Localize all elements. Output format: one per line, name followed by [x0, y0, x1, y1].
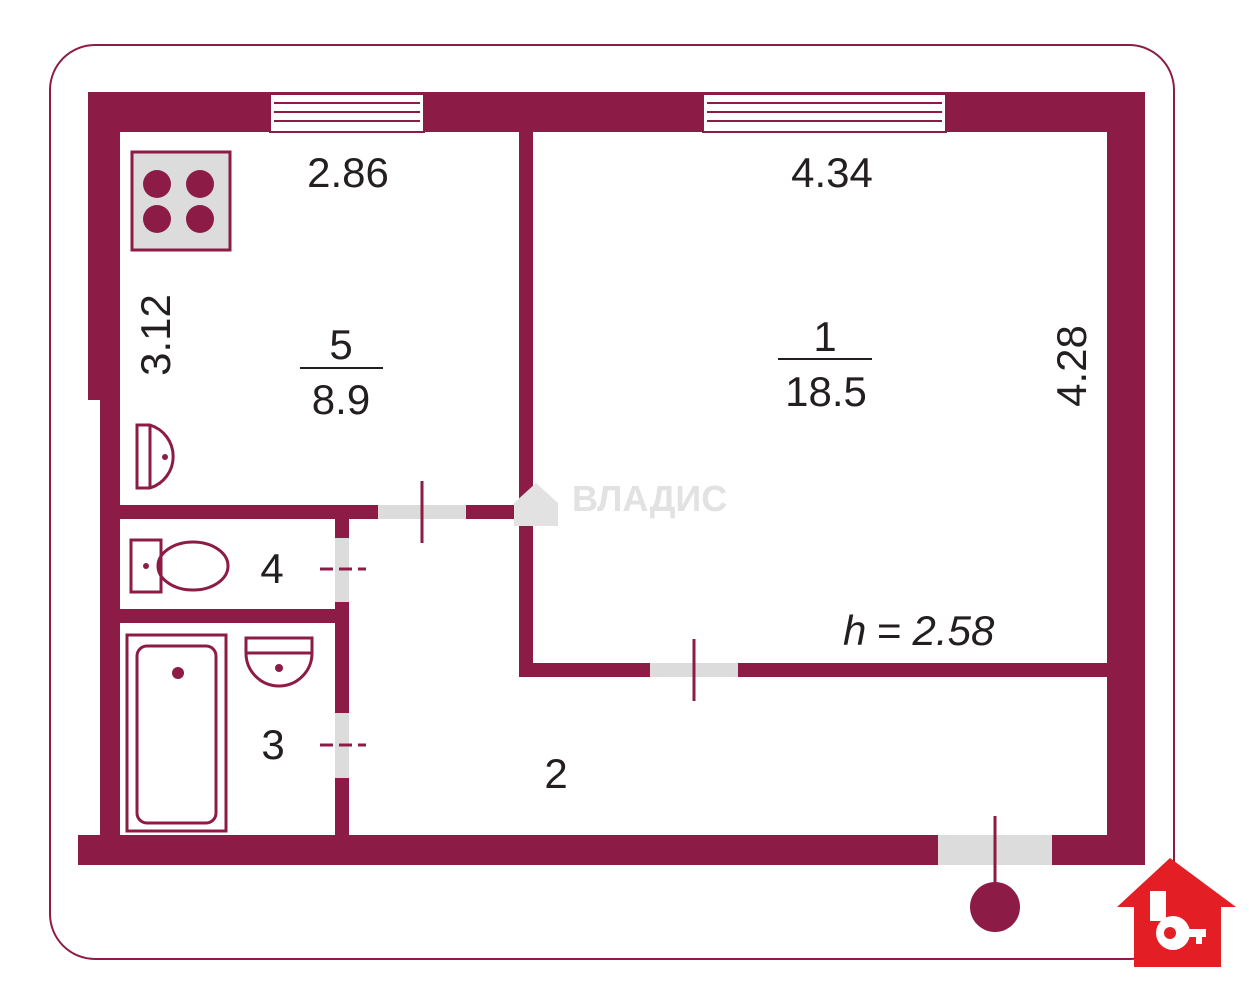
house-key-icon [1117, 858, 1236, 967]
kitchen-width-dimension: 2.86 [307, 149, 389, 196]
room-1-area: 18.5 [785, 368, 867, 415]
door-kitchen [378, 481, 466, 543]
room-3-number: 3 [261, 721, 284, 768]
room-5-number: 5 [329, 321, 352, 368]
window-room [702, 93, 947, 133]
plan-frame [49, 44, 1175, 960]
door-bathroom [320, 713, 366, 778]
watermark: ВЛАДИС [514, 478, 727, 526]
door-room [650, 639, 738, 701]
house-icon [514, 483, 558, 526]
stove-icon [130, 150, 232, 252]
bathtub-icon [125, 633, 228, 833]
ceiling-height-label: h= 2.58 [843, 607, 995, 654]
room-2-number: 2 [544, 750, 567, 797]
room-5-area: 8.9 [312, 376, 370, 423]
door-toilet [320, 538, 366, 602]
exterior-walls [78, 92, 1145, 865]
room-length-dimension: 4.28 [1048, 325, 1095, 407]
watermark-text: ВЛАДИС [572, 478, 727, 519]
room-width-dimension: 4.34 [791, 149, 873, 196]
entrance-marker-icon [970, 882, 1020, 932]
room-4-number: 4 [260, 545, 283, 592]
ceiling-height-symbol: h [843, 607, 866, 654]
sink-icon [135, 423, 175, 490]
door-entrance [938, 816, 1052, 885]
kitchen-length-dimension: 3.12 [132, 294, 179, 376]
window-kitchen [269, 93, 425, 133]
bathroom-sink-icon [244, 636, 314, 688]
toilet-icon [129, 538, 230, 594]
room-1-number: 1 [813, 313, 836, 360]
ceiling-height-value: = 2.58 [876, 607, 995, 654]
